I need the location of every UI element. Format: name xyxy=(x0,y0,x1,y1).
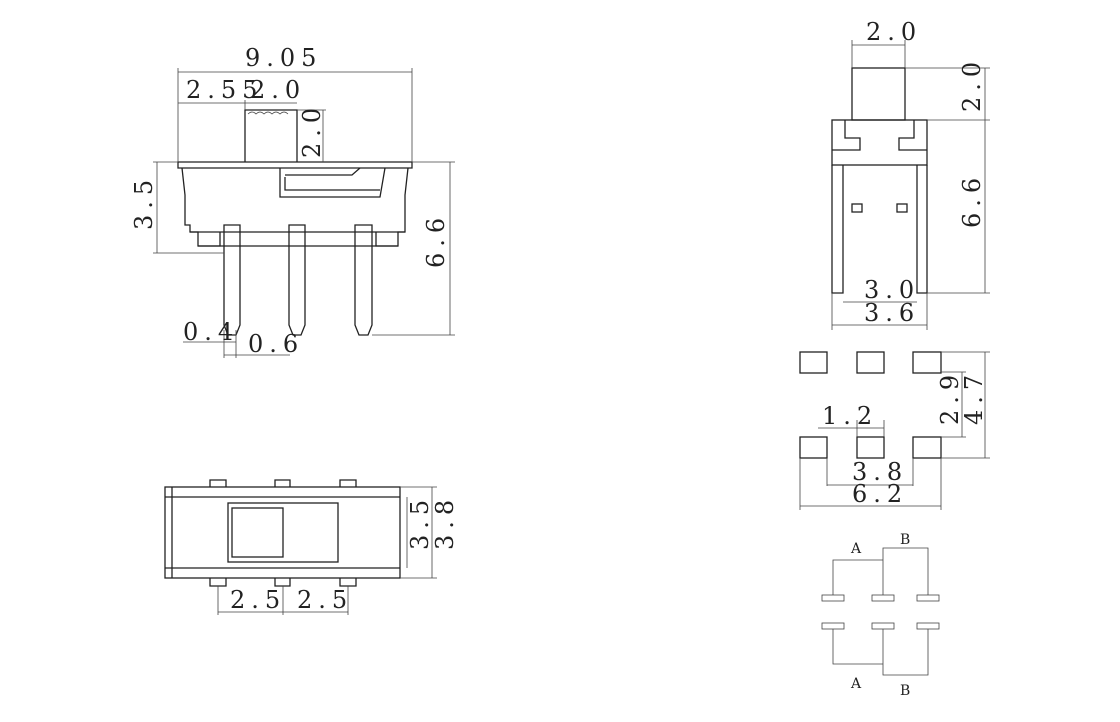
label-bottom-b: B xyxy=(900,683,910,699)
dim-row-spacing: 2.9 xyxy=(936,369,964,425)
dim-pin-offset: 0.6 xyxy=(248,330,304,358)
top-view: 2.5 2.5 3.5 3.8 xyxy=(164,479,459,615)
dim-inner-span: 3.8 xyxy=(852,458,908,486)
schematic: A B A B xyxy=(821,532,940,699)
side-view: 9.05 2.55 2.0 2.0 3.5 6.6 0.4 0.6 xyxy=(130,44,455,358)
dim-outer-height: 3.8 xyxy=(431,494,459,550)
dim-total-height: 6.6 xyxy=(422,212,450,268)
dim-leg-inner: 3.0 xyxy=(864,276,920,304)
label-bottom-a: A xyxy=(850,676,862,692)
dim-actuator-height: 2.0 xyxy=(298,102,326,158)
dim-end-total-height: 6.6 xyxy=(958,172,986,228)
dim-pitch-right: 2.5 xyxy=(297,586,353,614)
dim-end-actuator-width: 2.0 xyxy=(866,18,922,46)
dim-end-actuator-height: 2.0 xyxy=(958,56,986,112)
dim-overall-span: 6.2 xyxy=(852,480,908,508)
end-view: 2.0 2.0 6.6 3.0 3.6 xyxy=(831,18,990,330)
dim-body-height: 3.5 xyxy=(130,174,158,230)
dim-pin-width: 0.4 xyxy=(183,318,239,346)
dim-pad-width: 1.2 xyxy=(822,402,878,430)
dim-leg-outer: 3.6 xyxy=(864,299,920,327)
dim-pitch-left: 2.5 xyxy=(230,586,286,614)
dim-overall-width: 9.05 xyxy=(245,44,322,72)
label-top-b: B xyxy=(900,532,910,548)
dim-actuator-width: 2.0 xyxy=(250,76,306,104)
pad-layout: 2.9 4.7 1.2 3.8 6.2 xyxy=(799,351,990,510)
dim-offset: 2.55 xyxy=(186,76,263,104)
label-top-a: A xyxy=(850,541,862,557)
dim-inner-height: 3.5 xyxy=(406,494,434,550)
dim-overall-height: 4.7 xyxy=(960,369,988,425)
